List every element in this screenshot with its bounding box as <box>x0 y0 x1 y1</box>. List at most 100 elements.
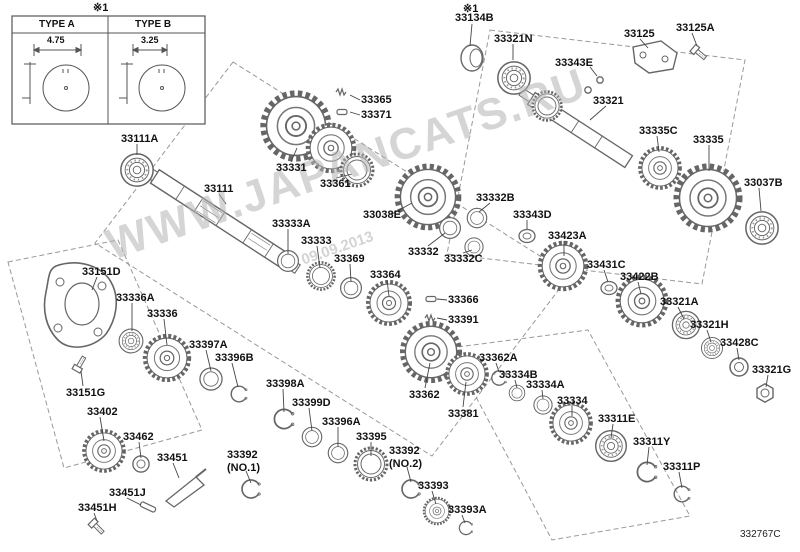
leader-line <box>736 347 740 361</box>
part-label-33125A: 33125A <box>676 22 715 34</box>
part-shape <box>496 60 532 96</box>
leader-line <box>163 318 168 346</box>
part-label-33321N: 33321N <box>494 33 533 45</box>
part-label-33151D: 33151D <box>82 266 121 278</box>
leader-line <box>691 32 698 47</box>
leader-line <box>231 362 239 388</box>
part-label-33422B: 33422B <box>620 271 659 283</box>
leader-line <box>80 370 84 387</box>
leader-line <box>656 135 660 153</box>
leader-line <box>386 279 390 297</box>
part-shape <box>466 207 488 229</box>
part-label-33365: 33365 <box>361 94 392 106</box>
part-label-33423A: 33423A <box>548 230 587 242</box>
part-label-33381: 33381 <box>448 408 479 420</box>
part-shape <box>273 408 295 430</box>
leader-line <box>138 441 142 459</box>
legend-type-b-drawing <box>119 44 186 112</box>
legend-box <box>11 15 206 125</box>
part-shape <box>199 367 223 391</box>
leader-line <box>406 466 412 483</box>
part-shape <box>540 243 586 289</box>
part-shape <box>425 295 437 303</box>
part-label-33334B: 33334B <box>499 369 538 381</box>
part-shape <box>756 383 774 403</box>
part-label-1: ※1 <box>463 3 479 15</box>
part-shape <box>366 280 412 326</box>
part-label-33451: 33451 <box>157 452 188 464</box>
part-label-33395: 33395 <box>356 431 387 443</box>
part-label-33399D: 33399D <box>292 397 331 409</box>
leader-line <box>495 362 500 373</box>
part-label-1: ※1 <box>93 2 109 14</box>
part-shape <box>518 228 536 244</box>
part-shape <box>677 167 740 230</box>
leader-line <box>427 232 446 247</box>
part-shape <box>458 520 474 536</box>
leader-line <box>478 202 491 213</box>
part-label-33391: 33391 <box>448 314 479 326</box>
part-label-33366: 33366 <box>448 294 479 306</box>
leader-line <box>391 202 413 215</box>
leader-line <box>678 471 683 489</box>
part-label-33334A: 33334A <box>526 379 565 391</box>
part-shape <box>618 277 666 325</box>
leader-lines <box>80 23 769 524</box>
part-label-33392NO1: 33392 (NO.1) <box>227 449 260 474</box>
leader-line <box>93 512 98 522</box>
part-shape <box>673 485 691 503</box>
leader-line <box>541 389 544 400</box>
part-shape <box>549 401 593 445</box>
leader-line <box>172 462 180 479</box>
legend-type-a-label: TYPE A <box>39 19 75 30</box>
leader-line <box>349 94 361 101</box>
part-shape <box>132 455 150 473</box>
leader-line <box>349 263 352 283</box>
part-shape <box>424 314 436 322</box>
part-label-33431C: 33431C <box>587 259 626 271</box>
leader-line <box>424 362 431 389</box>
leader-line <box>639 38 649 49</box>
part-label-33334: 33334 <box>557 395 588 407</box>
part-label-33134B: 33134B <box>455 12 494 24</box>
part-shape <box>729 357 749 377</box>
leader-line <box>308 407 313 432</box>
part-label-33396A: 33396A <box>322 416 361 428</box>
leader-line <box>706 329 712 343</box>
leader-line <box>765 374 769 388</box>
part-label-33362: 33362 <box>409 389 440 401</box>
leader-line <box>610 423 614 439</box>
part-label-33336A: 33336A <box>116 292 155 304</box>
part-label-33451J: 33451J <box>109 487 146 499</box>
part-label-33321G: 33321G <box>752 364 792 376</box>
part-label-33343E: 33343E <box>555 57 593 69</box>
part-shape <box>638 146 682 190</box>
part-shape <box>600 280 618 296</box>
part-label-33392NO2: 33392 (NO.2) <box>389 445 422 470</box>
part-label-33333A: 33333A <box>272 218 311 230</box>
part-label-33364: 33364 <box>370 269 401 281</box>
leader-line <box>436 298 448 301</box>
leader-line <box>646 446 650 466</box>
leader-line <box>335 173 353 179</box>
part-label-33393: 33393 <box>418 480 449 492</box>
part-label-33332: 33332 <box>408 246 439 258</box>
part-label-33151G: 33151G <box>66 387 106 399</box>
part-shape <box>422 496 452 526</box>
legend-type-a-drawing <box>22 44 90 112</box>
part-shape <box>139 500 157 514</box>
part-label-33369: 33369 <box>334 253 365 265</box>
leader-line <box>461 514 466 524</box>
leader-line <box>462 249 473 254</box>
legend-dim-b: 3.25 <box>141 35 159 45</box>
part-shape <box>632 40 678 74</box>
leader-line <box>436 317 448 321</box>
part-shape <box>460 44 484 72</box>
part-shape <box>230 385 248 403</box>
part-label-33332C: 33332C <box>444 253 483 265</box>
part-label-33321: 33321 <box>593 95 624 107</box>
part-label-33311Y: 33311Y <box>633 436 671 448</box>
part-shape <box>335 88 347 96</box>
leader-line <box>514 379 518 389</box>
